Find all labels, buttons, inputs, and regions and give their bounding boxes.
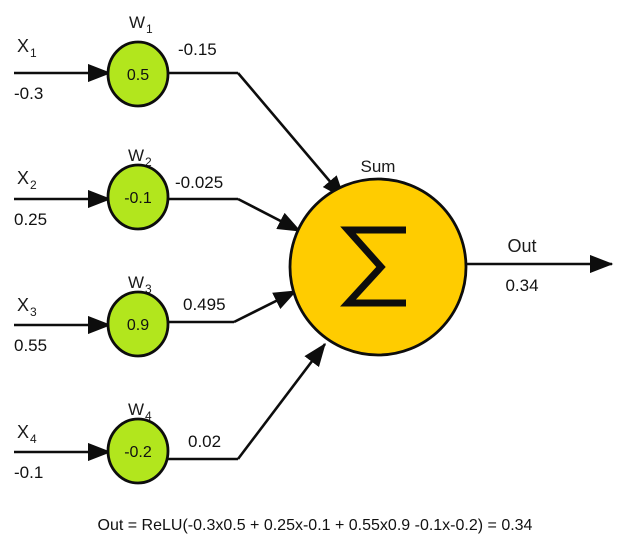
weight-label-3: W3 bbox=[128, 273, 152, 296]
weight-circle-3[interactable] bbox=[106, 290, 170, 358]
edge-w1-sum-diag bbox=[237, 72, 345, 199]
weight-circle-4[interactable] bbox=[106, 417, 170, 485]
weight-circle-2[interactable] bbox=[106, 163, 170, 231]
equation-caption: Out = ReLU(-0.3x0.5 + 0.25x-0.1 + 0.55x0… bbox=[98, 517, 533, 534]
weight-node-2[interactable]: W2 -0.1 bbox=[106, 146, 170, 231]
weight-node-4[interactable]: W4 -0.2 bbox=[106, 400, 170, 485]
input-value-3: 0.55 bbox=[14, 336, 47, 355]
edge-w2-sum-diag bbox=[237, 197, 302, 233]
input-group-4: X4 -0.1 bbox=[14, 422, 112, 482]
weight-value-1: 0.5 bbox=[127, 67, 149, 84]
output-label: Out bbox=[507, 236, 536, 256]
weight-label-1: W1 bbox=[129, 13, 153, 36]
input-label-1: X1 bbox=[17, 36, 37, 60]
input-label-3: X3 bbox=[17, 295, 37, 319]
edge-label-w1: -0.15 bbox=[178, 40, 217, 59]
edge-w4-sum-diag bbox=[236, 342, 327, 460]
weight-label-2: W2 bbox=[128, 146, 152, 169]
edge-w3-sum-diag bbox=[233, 289, 298, 324]
weight-value-4: -0.2 bbox=[124, 444, 152, 461]
input-group-2: X2 0.25 bbox=[14, 168, 112, 229]
weight-label-4: W4 bbox=[128, 400, 152, 423]
weight-node-3[interactable]: W3 0.9 bbox=[106, 273, 170, 358]
sum-label: Sum bbox=[361, 157, 396, 176]
input-group-1: X1 -0.3 bbox=[14, 36, 112, 103]
edge-label-w3: 0.495 bbox=[183, 295, 226, 314]
sum-node[interactable]: Sum bbox=[288, 157, 468, 357]
input-value-2: 0.25 bbox=[14, 210, 47, 229]
weight-value-2: -0.1 bbox=[124, 190, 152, 207]
input-value-1: -0.3 bbox=[14, 84, 43, 103]
edge-label-w2: -0.025 bbox=[175, 173, 223, 192]
input-label-4: X4 bbox=[17, 422, 37, 446]
input-value-4: -0.1 bbox=[14, 463, 43, 482]
input-group-3: X3 0.55 bbox=[14, 295, 112, 355]
sigma-icon bbox=[340, 226, 406, 307]
input-label-2: X2 bbox=[17, 168, 37, 192]
weight-node-1[interactable]: W1 0.5 bbox=[106, 13, 170, 108]
weight-value-3: 0.9 bbox=[127, 317, 149, 334]
edge-label-w4: 0.02 bbox=[188, 432, 221, 451]
output-value: 0.34 bbox=[505, 276, 538, 295]
output-group: Out 0.34 bbox=[466, 236, 614, 295]
